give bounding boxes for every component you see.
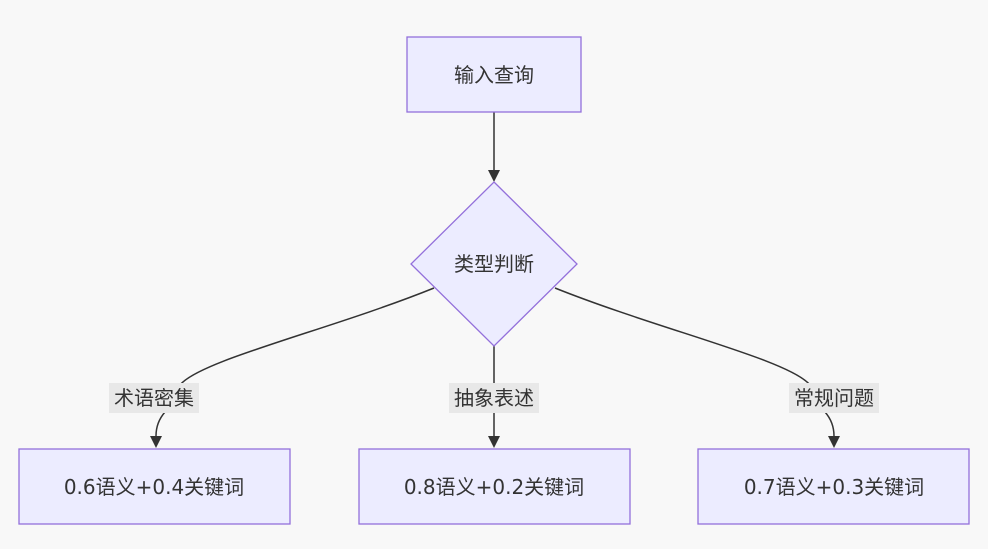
- node-right-label: 0.7语义+0.3关键词: [744, 475, 924, 499]
- edge-label-right: 常规问题: [789, 383, 879, 413]
- edge-label-left: 术语密集: [109, 383, 199, 413]
- edge-decision-to-right: [554, 287, 811, 386]
- node-middle: 0.8语义+0.2关键词: [358, 448, 631, 525]
- edge-label-middle-text: 抽象表述: [454, 386, 534, 410]
- edge-left-label-to-node: [155, 411, 166, 437]
- edge-label-left-text: 术语密集: [114, 386, 194, 410]
- node-decision-label: 类型判断: [454, 252, 534, 276]
- edge-decision-to-left: [179, 287, 435, 386]
- node-decision: 类型判断: [410, 181, 578, 347]
- edge-label-middle: 抽象表述: [449, 383, 539, 413]
- arrowhead-left: [150, 436, 162, 448]
- node-input-label: 输入查询: [454, 63, 534, 87]
- node-left: 0.6语义+0.4关键词: [18, 448, 291, 525]
- node-input: 输入查询: [406, 36, 582, 113]
- edge-label-right-text: 常规问题: [794, 386, 874, 410]
- arrowhead-right: [828, 436, 840, 448]
- edge-right-label-to-node: [824, 411, 835, 437]
- node-right: 0.7语义+0.3关键词: [697, 448, 970, 525]
- arrowhead-decision: [488, 170, 500, 182]
- arrowhead-middle: [488, 436, 500, 448]
- node-left-label: 0.6语义+0.4关键词: [64, 475, 244, 499]
- node-middle-label: 0.8语义+0.2关键词: [404, 475, 584, 499]
